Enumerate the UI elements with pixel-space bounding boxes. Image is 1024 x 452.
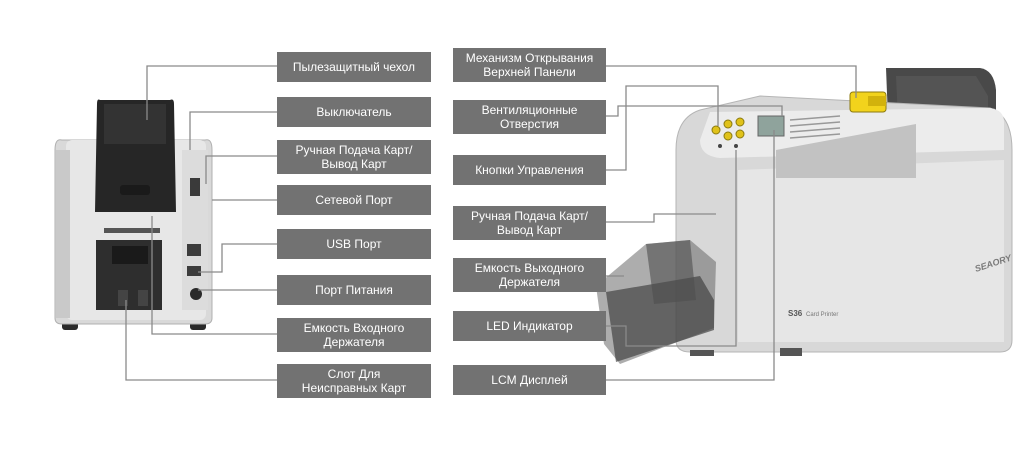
model-label: S36 — [788, 309, 803, 318]
label-usb-port: USB Порт — [277, 229, 431, 259]
label-top-cover-mechanism: Механизм Открывания Верхней Панели — [453, 48, 606, 82]
front-printer — [596, 68, 1013, 364]
label-output-hopper: Емкость Выходного Держателя — [453, 258, 606, 292]
rear-printer — [54, 99, 213, 330]
leader-lines — [125, 65, 857, 381]
label-led-indicator: LED Индикатор — [453, 311, 606, 341]
label-network-port: Сетевой Порт — [277, 185, 431, 215]
label-input-hopper: Емкость Входного Держателя — [277, 318, 431, 352]
label-dust-cover: Пылезащитный чехол — [277, 52, 431, 82]
label-power-switch: Выключатель — [277, 97, 431, 127]
label-power-port: Порт Питания — [277, 275, 431, 305]
label-lcm-display: LCM Дисплей — [453, 365, 606, 395]
label-vents: Вентиляционные Отверстия — [453, 100, 606, 134]
label-reject-slot: Слот Для Неисправных Карт — [277, 364, 431, 398]
label-manual-feed-rear: Ручная Подача Карт/ Вывод Карт — [277, 140, 431, 174]
label-manual-feed-front: Ручная Подача Карт/ Вывод Карт — [453, 206, 606, 240]
model-subtitle: Card Printer — [806, 312, 838, 318]
label-control-buttons: Кнопки Управления — [453, 155, 606, 185]
